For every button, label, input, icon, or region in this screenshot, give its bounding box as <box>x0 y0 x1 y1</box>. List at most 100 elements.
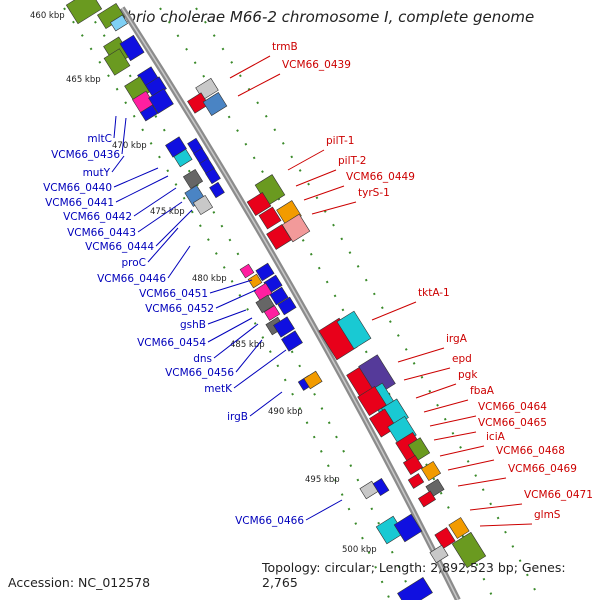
gene-feature <box>397 577 433 600</box>
gene-feature <box>110 14 128 32</box>
scale-label: 480 kbp <box>192 274 227 284</box>
scale-label: 470 kbp <box>112 141 147 151</box>
scale-label: 500 kbp <box>342 545 377 555</box>
leader-line <box>207 309 247 325</box>
gene-feature <box>255 294 275 314</box>
gene-feature <box>258 206 282 230</box>
gene-label-forward: VCM66_0468 <box>496 445 565 457</box>
leader-line <box>311 201 357 215</box>
gene-feature <box>202 92 228 116</box>
backbone-highlight <box>121 7 459 600</box>
leader-line <box>415 383 457 399</box>
gene-feature <box>239 263 255 279</box>
leader-line <box>469 503 523 511</box>
gene-label-forward: VCM66_0465 <box>478 417 547 429</box>
gene-label-reverse: VCM66_0441 <box>45 197 114 209</box>
leader-line <box>305 499 343 521</box>
gene-label-forward: tktA-1 <box>418 287 450 299</box>
leader-line <box>121 117 127 155</box>
leader-line <box>229 55 271 79</box>
guide-track-3 <box>195 7 541 600</box>
leader-line <box>207 317 253 343</box>
leader-line <box>429 415 477 427</box>
gene-label-reverse: VCM66_0443 <box>67 227 136 239</box>
gene-feature <box>277 296 297 316</box>
gene-label-forward: glmS <box>534 509 561 521</box>
gene-label-forward: VCM66_0471 <box>524 489 593 501</box>
gene-label-reverse: proC <box>121 257 146 269</box>
gene-feature <box>407 473 425 489</box>
chromosome-backbone <box>119 6 461 600</box>
gene-features <box>65 0 487 600</box>
leader-line <box>115 175 169 203</box>
gene-feature <box>418 490 436 508</box>
scale-label: 485 kbp <box>230 340 265 350</box>
gene-label-reverse: VCM66_0454 <box>137 337 206 349</box>
leader-line <box>137 201 183 233</box>
gene-label-forward: tyrS-1 <box>358 187 390 199</box>
gene-label-forward: VCM66_0439 <box>282 59 351 71</box>
gene-feature <box>429 544 449 564</box>
gene-label-reverse: mutY <box>83 167 111 179</box>
gene-label-forward: irgA <box>446 333 468 345</box>
guide-track-0 <box>63 7 391 600</box>
gene-label-forward: pilT-2 <box>338 155 366 167</box>
gene-label-forward: VCM66_0449 <box>346 171 415 183</box>
gene-label-forward: VCM66_0469 <box>508 463 577 475</box>
gene-label-reverse: VCM66_0440 <box>43 182 112 194</box>
leader-line <box>233 349 287 389</box>
gene-label-reverse: VCM66_0446 <box>97 273 166 285</box>
gene-feature <box>281 330 303 352</box>
gene-label-reverse: VCM66_0442 <box>63 211 132 223</box>
leader-line <box>167 245 191 279</box>
gene-feature <box>393 513 423 543</box>
gene-feature <box>247 273 263 289</box>
gene-label-forward: pgk <box>458 369 478 381</box>
gene-label-reverse: metK <box>204 383 233 395</box>
gene-feature <box>255 262 275 282</box>
leader-line <box>423 399 469 413</box>
accession-text: Accession: NC_012578 <box>8 575 151 590</box>
topology-text: Topology: circular; Length: 2,892,523 bp… <box>262 560 566 590</box>
gene-feature <box>246 192 272 216</box>
gene-label-forward: VCM66_0464 <box>478 401 547 413</box>
gene-label-reverse: VCM66_0436 <box>51 149 120 161</box>
gene-label-reverse: gshB <box>180 319 206 331</box>
gene-feature <box>402 454 424 476</box>
scale-label: 490 kbp <box>268 407 303 417</box>
leader-line <box>155 209 193 247</box>
gene-label-forward: trmB <box>272 41 298 53</box>
gene-feature <box>407 437 431 461</box>
leader-line <box>133 187 177 217</box>
leader-line <box>433 431 477 441</box>
gene-feature <box>303 370 323 390</box>
leader-line <box>447 459 495 471</box>
gene-feature <box>103 48 131 76</box>
leader-line <box>237 73 281 97</box>
gene-feature <box>336 310 372 350</box>
scale-label: 465 kbp <box>66 75 101 85</box>
gene-label-forward: iciA <box>486 431 506 443</box>
gene-feature <box>140 104 158 122</box>
gene-feature <box>209 181 225 199</box>
leader-line <box>209 279 253 294</box>
leader-line <box>295 169 337 187</box>
gene-label-reverse: dns <box>193 353 212 365</box>
leader-line <box>397 347 445 363</box>
gene-feature <box>263 305 281 321</box>
leader-line <box>111 155 125 173</box>
leader-line <box>113 167 159 188</box>
map-title: Vibrio cholerae M66-2 chromosome I, comp… <box>112 8 535 26</box>
gene-feature <box>434 527 456 549</box>
leader-line <box>457 477 507 487</box>
gene-feature <box>372 478 390 496</box>
gene-feature <box>448 517 470 539</box>
leader-line <box>113 115 117 139</box>
gene-feature <box>205 167 221 185</box>
gene-feature <box>273 316 295 338</box>
gene-feature <box>173 148 193 168</box>
gene-label-forward: pilT-1 <box>326 135 354 147</box>
gene-label-reverse: mltC <box>87 133 112 145</box>
